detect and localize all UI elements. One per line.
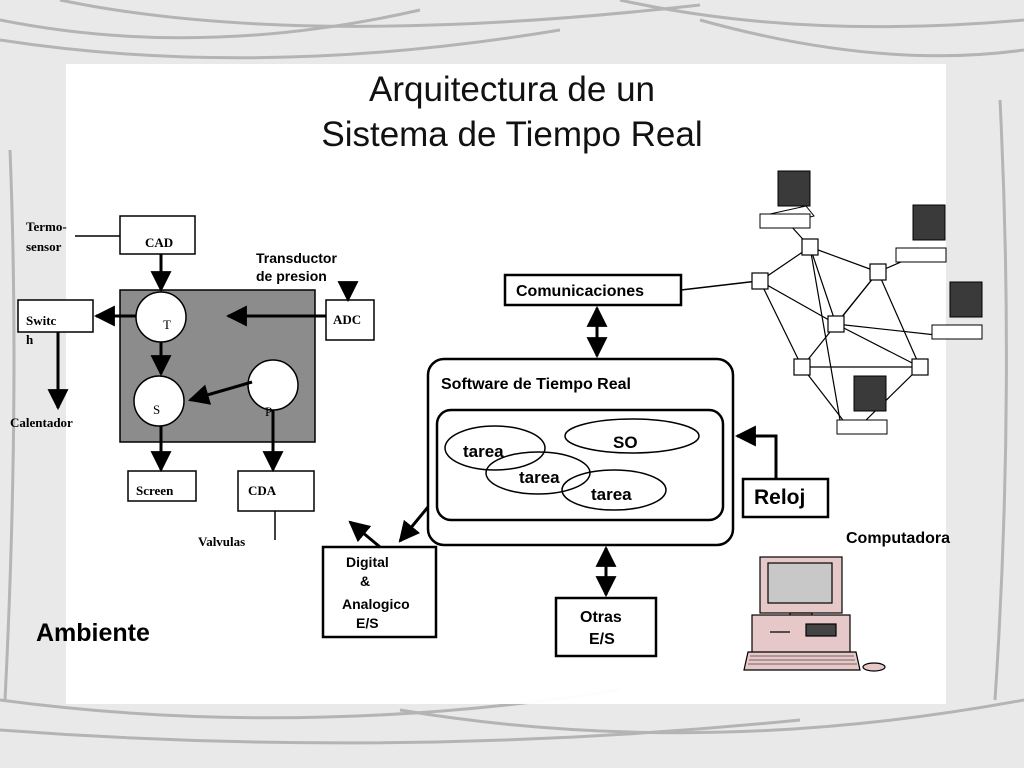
tarea2-label: tarea [519, 468, 560, 487]
network-node [793, 358, 811, 376]
node-p-circle [247, 359, 299, 411]
so-label: SO [613, 433, 638, 452]
otras-es-label-1: Otras [580, 609, 622, 626]
digital-es-label-2: & [360, 573, 371, 589]
digital-out-arrow [348, 520, 381, 549]
network-terminal-icon [931, 281, 983, 340]
termo-sensor-label-2: sensor [26, 239, 62, 254]
ambiente-label: Ambiente [36, 619, 150, 647]
transductor-label-2: de presion [256, 268, 327, 284]
node-s-circle [133, 375, 185, 427]
so-ellipse [564, 418, 700, 454]
digital-es-label-3: Analogico [342, 596, 410, 612]
digital-es-box [321, 545, 438, 639]
software-inner-box [435, 408, 725, 522]
reloj-label: Reloj [754, 486, 806, 509]
network-terminal-icon [836, 375, 888, 435]
tarea2-ellipse [485, 451, 591, 495]
screen-box [127, 470, 197, 502]
cda-label: CDA [248, 483, 277, 498]
network-terminal-icon [759, 170, 815, 229]
cad-label: CAD [145, 235, 174, 250]
network-node [751, 272, 769, 290]
node-t-label: T [163, 317, 171, 332]
switch-box [17, 299, 94, 333]
tarea1-label: tarea [463, 442, 504, 461]
network-node [911, 358, 929, 376]
digital-es-label-1: Digital [346, 554, 389, 570]
p-to-s-arrow [187, 380, 253, 405]
tarea3-ellipse [561, 469, 667, 511]
software-label: Software de Tiempo Real [441, 376, 631, 393]
slide-title-line2: Sistema de Tiempo Real [321, 115, 703, 154]
calentador-label: Calentador [10, 415, 73, 430]
comunicaciones-label: Comunicaciones [516, 283, 645, 300]
desktop-computer-icon [743, 556, 886, 672]
reloj-box [741, 477, 830, 519]
slide-title-line1: Arquitectura de un [368, 70, 655, 109]
software-digital-arrow [398, 506, 430, 543]
reloj-software-arrow [734, 425, 778, 478]
network-node [801, 238, 819, 256]
switch-label-2: h [26, 332, 34, 347]
tarea1-ellipse [444, 425, 546, 471]
termo-sensor-label: Termo- [26, 219, 67, 234]
adc-label: ADC [333, 312, 362, 327]
comunicaciones-network-line [680, 280, 759, 291]
network-terminal-icon [895, 204, 947, 263]
computadora-label: Computadora [846, 530, 950, 547]
otras-es-box [554, 596, 658, 658]
node-s-label: S [153, 402, 161, 417]
switch-label: Switc [26, 313, 57, 328]
network-node [827, 315, 845, 333]
cad-box [119, 215, 196, 255]
transductor-label: Transductor [256, 250, 337, 266]
network-graph [759, 224, 937, 425]
tarea3-label: tarea [591, 485, 632, 504]
network-node [869, 263, 887, 281]
node-t-circle [135, 291, 187, 343]
screen-label: Screen [136, 483, 174, 498]
digital-es-label-4: E/S [356, 615, 379, 631]
valvulas-label: Valvulas [198, 534, 246, 549]
otras-es-label-2: E/S [589, 631, 615, 648]
node-p-label: P [265, 404, 273, 419]
